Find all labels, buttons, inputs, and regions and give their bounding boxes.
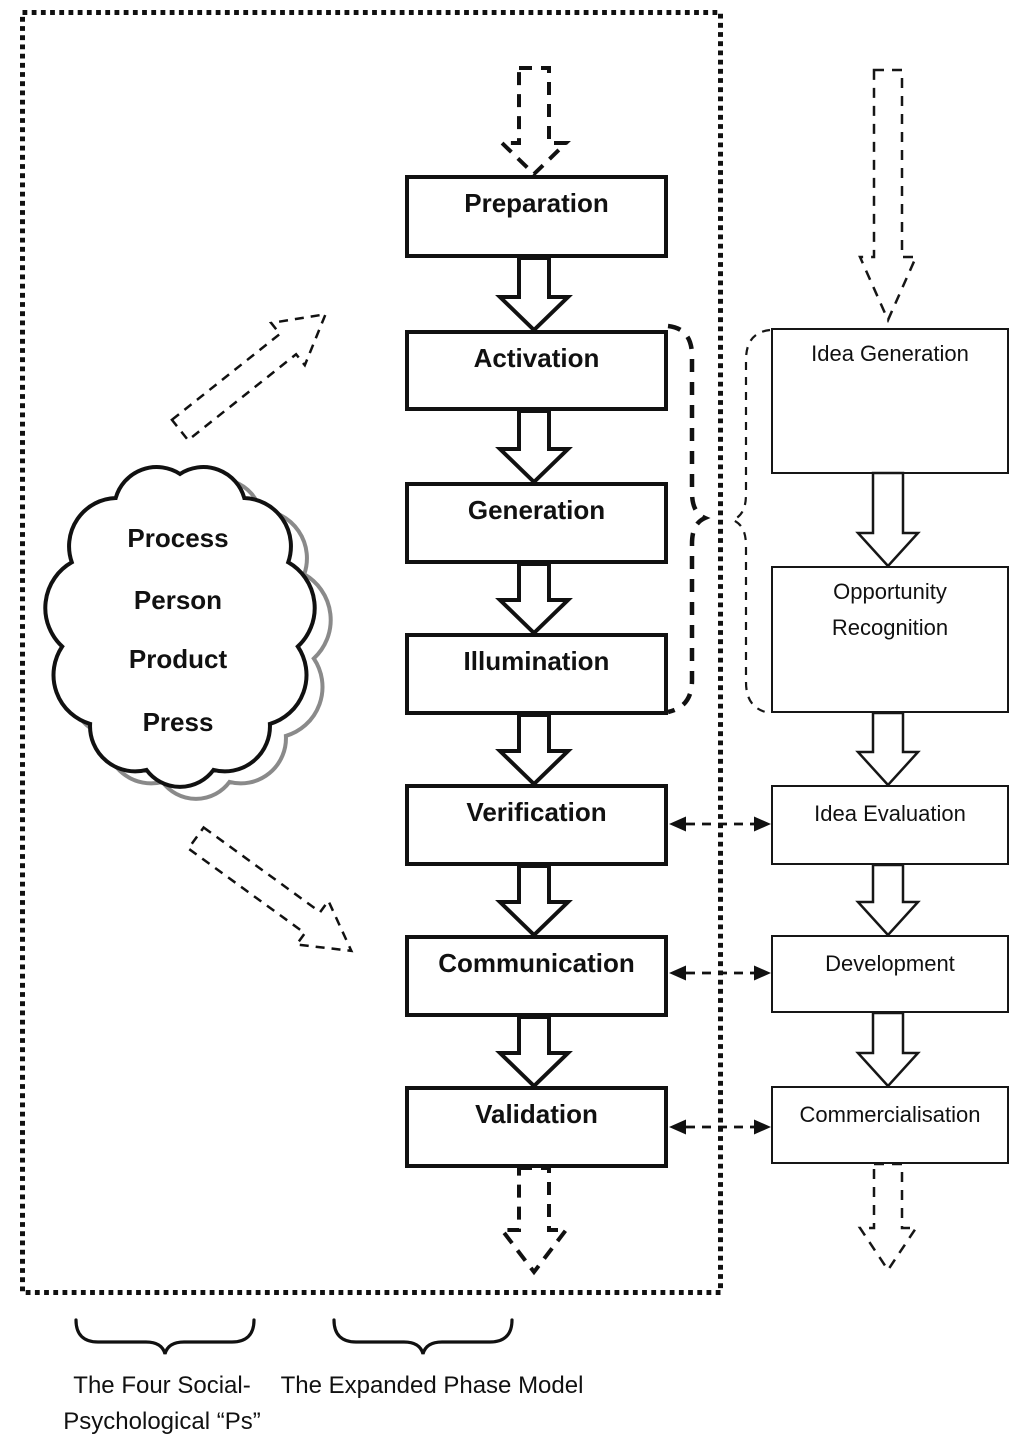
cloud-label-person: Person — [134, 585, 222, 615]
underbrace-phase-model-icon — [332, 1318, 514, 1355]
phase-box-preparation: Preparation — [405, 175, 668, 258]
dashed-brace-left-icon — [730, 328, 771, 715]
phase-box-validation: Validation — [405, 1086, 668, 1168]
dashed-arrow-cloud-lower-icon — [186, 825, 354, 953]
connector-validation-commercialisation — [669, 1119, 771, 1135]
caption-four-ps-line1: The Four Social- — [73, 1372, 251, 1399]
connector-arrowhead-right-icon — [754, 816, 771, 832]
caption-expanded-phase-model: The Expanded Phase Model — [280, 1372, 584, 1399]
cloud-outline — [43, 465, 317, 789]
stage-box-opportunity-recognition: Opportunity Recognition — [771, 566, 1009, 713]
arrow-ideaevaluation-development-icon — [855, 863, 921, 937]
connector-arrowhead-left-icon — [669, 965, 686, 981]
arrow-generation-illumination-icon — [495, 562, 573, 636]
phase-box-generation: Generation — [405, 482, 668, 564]
connector-arrowhead-left-icon — [669, 1119, 686, 1135]
underbrace-four-ps-icon — [74, 1318, 256, 1355]
phase-box-activation: Activation — [405, 330, 668, 411]
dashed-entry-arrow-right-icon — [858, 68, 918, 324]
stage-box-idea-generation: Idea Generation — [771, 328, 1009, 474]
phase-box-communication: Communication — [405, 935, 668, 1017]
connector-arrowhead-right-icon — [754, 965, 771, 981]
arrow-development-commercialisation-icon — [855, 1011, 921, 1088]
connector-arrowhead-left-icon — [669, 816, 686, 832]
arrow-ideageneration-opportunity-icon — [855, 471, 921, 568]
arrow-communication-validation-icon — [495, 1015, 573, 1089]
cloud-shadow-outline — [59, 477, 333, 801]
dashed-arrow-cloud-upper-icon — [170, 312, 328, 442]
arrow-activation-generation-icon — [495, 409, 573, 485]
arrow-preparation-activation-icon — [495, 256, 573, 333]
caption-four-ps: The Four Social- Psychological “Ps” — [30, 1368, 294, 1434]
connector-verification-ideaevaluation — [669, 816, 771, 832]
dashed-entry-arrow-center-icon — [497, 66, 571, 177]
caption-four-ps-line2: Psychological “Ps” — [63, 1408, 261, 1434]
dashed-exit-arrow-right-icon — [857, 1162, 919, 1273]
connector-communication-development — [669, 965, 771, 981]
dashed-exit-arrow-center-icon — [497, 1166, 571, 1276]
arrow-illumination-verification-icon — [495, 713, 573, 787]
cloud-label-process: Process — [127, 523, 228, 553]
cloud-label-product: Product — [129, 644, 228, 674]
phase-box-illumination: Illumination — [405, 633, 668, 715]
cloud-label-press: Press — [143, 707, 214, 737]
arrow-opportunity-ideaevaluation-icon — [855, 711, 921, 787]
phase-box-verification: Verification — [405, 784, 668, 866]
stage-box-commercialisation: Commercialisation — [771, 1086, 1009, 1164]
stage-box-development: Development — [771, 935, 1009, 1013]
connector-arrowhead-right-icon — [754, 1119, 771, 1135]
arrow-verification-communication-icon — [495, 864, 573, 938]
dashed-brace-right-icon — [667, 323, 711, 715]
stage-box-idea-evaluation: Idea Evaluation — [771, 785, 1009, 865]
